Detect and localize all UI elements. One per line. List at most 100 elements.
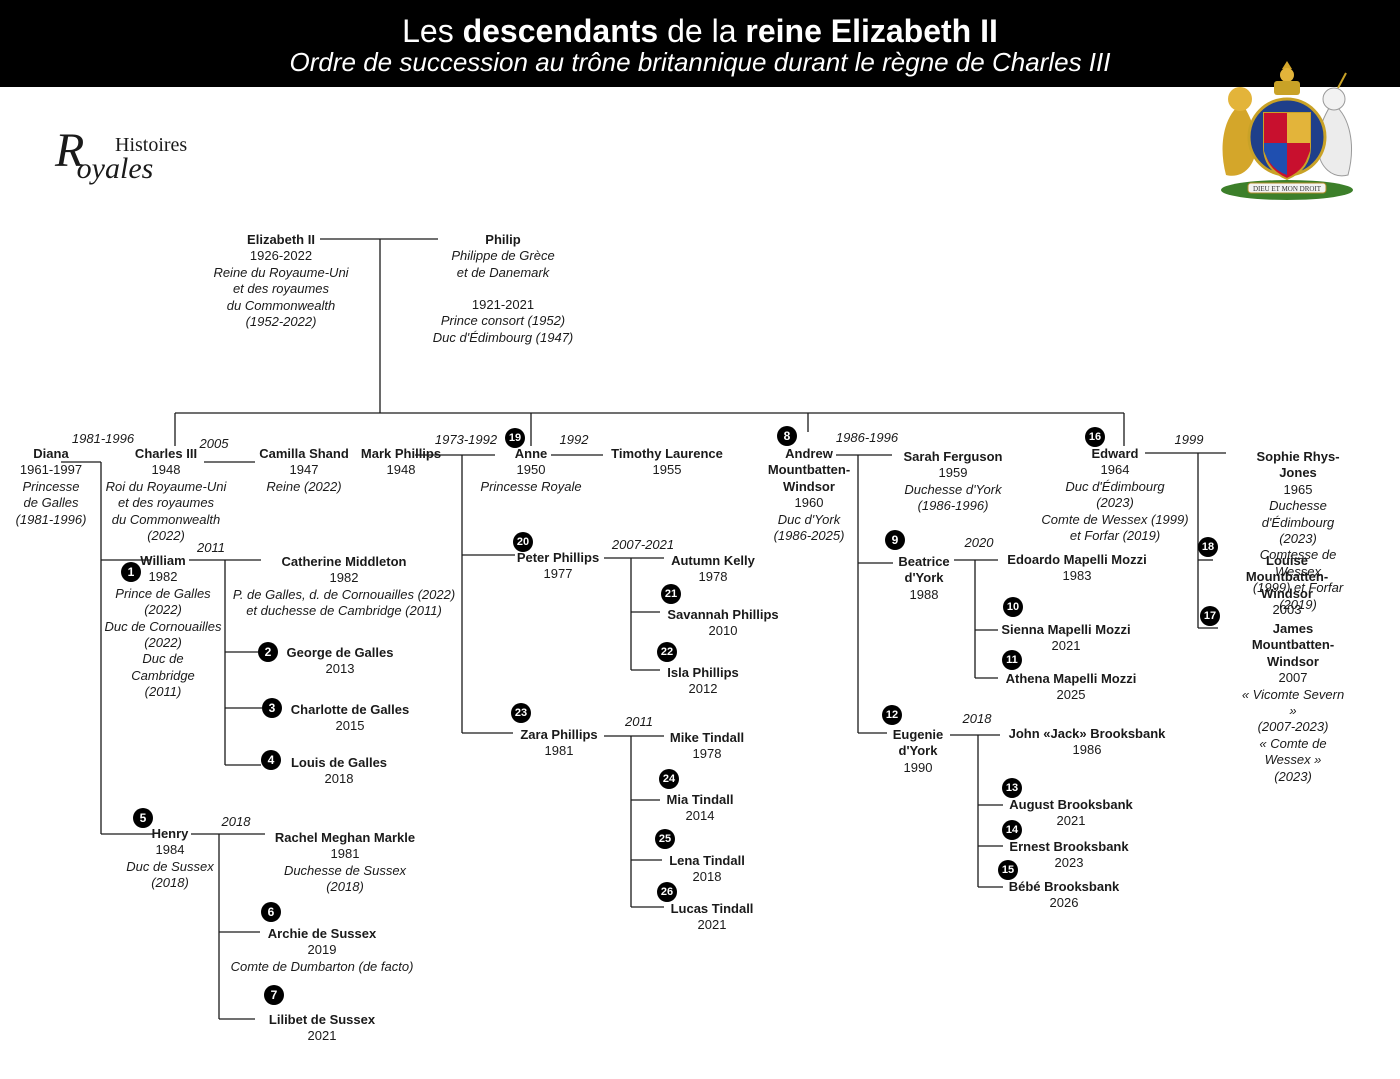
person-title: Duchesse de Sussex (2018) (283, 862, 407, 895)
person-title: Duchesse d'York (1986-1996) (904, 481, 1002, 514)
person-dates: 1990 (903, 759, 933, 775)
person-dates: 2026 (1049, 895, 1079, 911)
person-dates: 1955 (652, 462, 682, 478)
person-name: Ernest Brooksbank (1009, 839, 1129, 854)
person-title: Princesse Royale (480, 478, 582, 494)
logo-word-histoires: Histoires (115, 134, 188, 156)
marriage-year: 1986-1996 (835, 430, 899, 445)
person-dates: 1981 (544, 743, 574, 759)
succession-rank-badge: 7 (264, 985, 284, 1005)
person-name: John «Jack» Brooksbank (1008, 726, 1166, 741)
succession-rank-badge: 8 (777, 426, 797, 446)
person-dates: 1978 (698, 569, 728, 585)
person-dates: 2015 (335, 718, 365, 734)
person-name: Anne (514, 446, 548, 461)
marriage-year: 1973-1992 (434, 432, 498, 447)
succession-rank-badge: 4 (261, 750, 281, 770)
person-name: Isla Phillips (667, 665, 739, 680)
succession-rank-badge: 20 (513, 532, 533, 552)
succession-rank-badge: 15 (998, 860, 1018, 880)
logo-word-oyales: oyales (76, 152, 154, 185)
royal-coat-of-arms-icon: DIEU ET MON DROIT (1212, 55, 1362, 205)
succession-rank-badge: 13 (1002, 778, 1022, 798)
person-title: « Vicomte Severn » (2007-2023) « Comte d… (1241, 686, 1345, 784)
person-name: Peter Phillips (516, 550, 600, 565)
person-name: Mia Tindall (666, 792, 734, 807)
succession-rank-badge: 11 (1002, 650, 1022, 670)
succession-rank-badge: 25 (655, 829, 675, 849)
person-dates: 2003 (1272, 602, 1302, 618)
succession-rank-badge: 17 (1200, 606, 1220, 626)
succession-rank-badge: 23 (511, 703, 531, 723)
histoires-royales-logo: R Histoires oyales (55, 118, 215, 198)
succession-rank-badge: 9 (885, 530, 905, 550)
person-dates: 1982 (148, 569, 178, 585)
person-dates: 2021 (307, 1028, 337, 1044)
person-dates: 1926-2022 (249, 248, 313, 264)
person-name: Sarah Ferguson (903, 449, 1003, 464)
person-name: Henry (151, 826, 189, 841)
succession-rank-badge: 5 (133, 808, 153, 828)
person-dates: 1960 (794, 495, 824, 511)
person-dates: 1921-2021 (471, 297, 535, 312)
person-dates: 2010 (708, 623, 738, 639)
succession-rank-badge: 16 (1085, 427, 1105, 447)
person-name: Edward (1091, 446, 1139, 461)
person-name: Sienna Mapelli Mozzi (1001, 622, 1131, 637)
person-dates: 2023 (1054, 855, 1084, 871)
person-dates: 2013 (325, 661, 355, 677)
person-name: August Brooksbank (1009, 797, 1133, 812)
person-dates: 1965 (1283, 481, 1313, 497)
person-name: Mike Tindall (669, 730, 745, 745)
succession-rank-badge: 6 (261, 902, 281, 922)
person-title: Duc d'York (1986-2025) (773, 511, 845, 544)
person-name: Philip (485, 232, 521, 247)
person-name: Louis de Galles (290, 755, 388, 770)
person-name: Athena Mapelli Mozzi (1005, 671, 1137, 686)
title-part: de la (658, 13, 746, 49)
succession-rank-badge: 18 (1198, 537, 1218, 557)
person-name: Timothy Laurence (611, 446, 723, 461)
person-name: Autumn Kelly (671, 553, 755, 568)
person-dates: 1964 (1100, 462, 1130, 478)
person-dates: 2012 (688, 681, 718, 697)
marriage-year: 2020 (964, 535, 994, 550)
person-title: Duchesse d'Édimbourg (2023) Comtesse de … (1252, 498, 1344, 612)
person-dates: 1988 (909, 586, 939, 602)
person-name: Louise Mountbatten- Windsor (1245, 553, 1329, 601)
person-name: Charles III (134, 446, 198, 461)
succession-rank-badge: 21 (661, 584, 681, 604)
person-name: Charlotte de Galles (290, 702, 410, 717)
marriage-year: 2011 (197, 540, 225, 555)
person-dates: 2025 (1056, 687, 1086, 703)
person-title: Prince de Galles (2022) Duc de Cornouail… (104, 585, 222, 700)
title-part-bold: reine Elizabeth II (745, 13, 998, 49)
person-dates: 2019 (307, 942, 337, 958)
succession-rank-badge: 1 (121, 562, 141, 582)
person-dates: 1948 (386, 462, 416, 478)
person-dates: 1977 (543, 566, 573, 582)
